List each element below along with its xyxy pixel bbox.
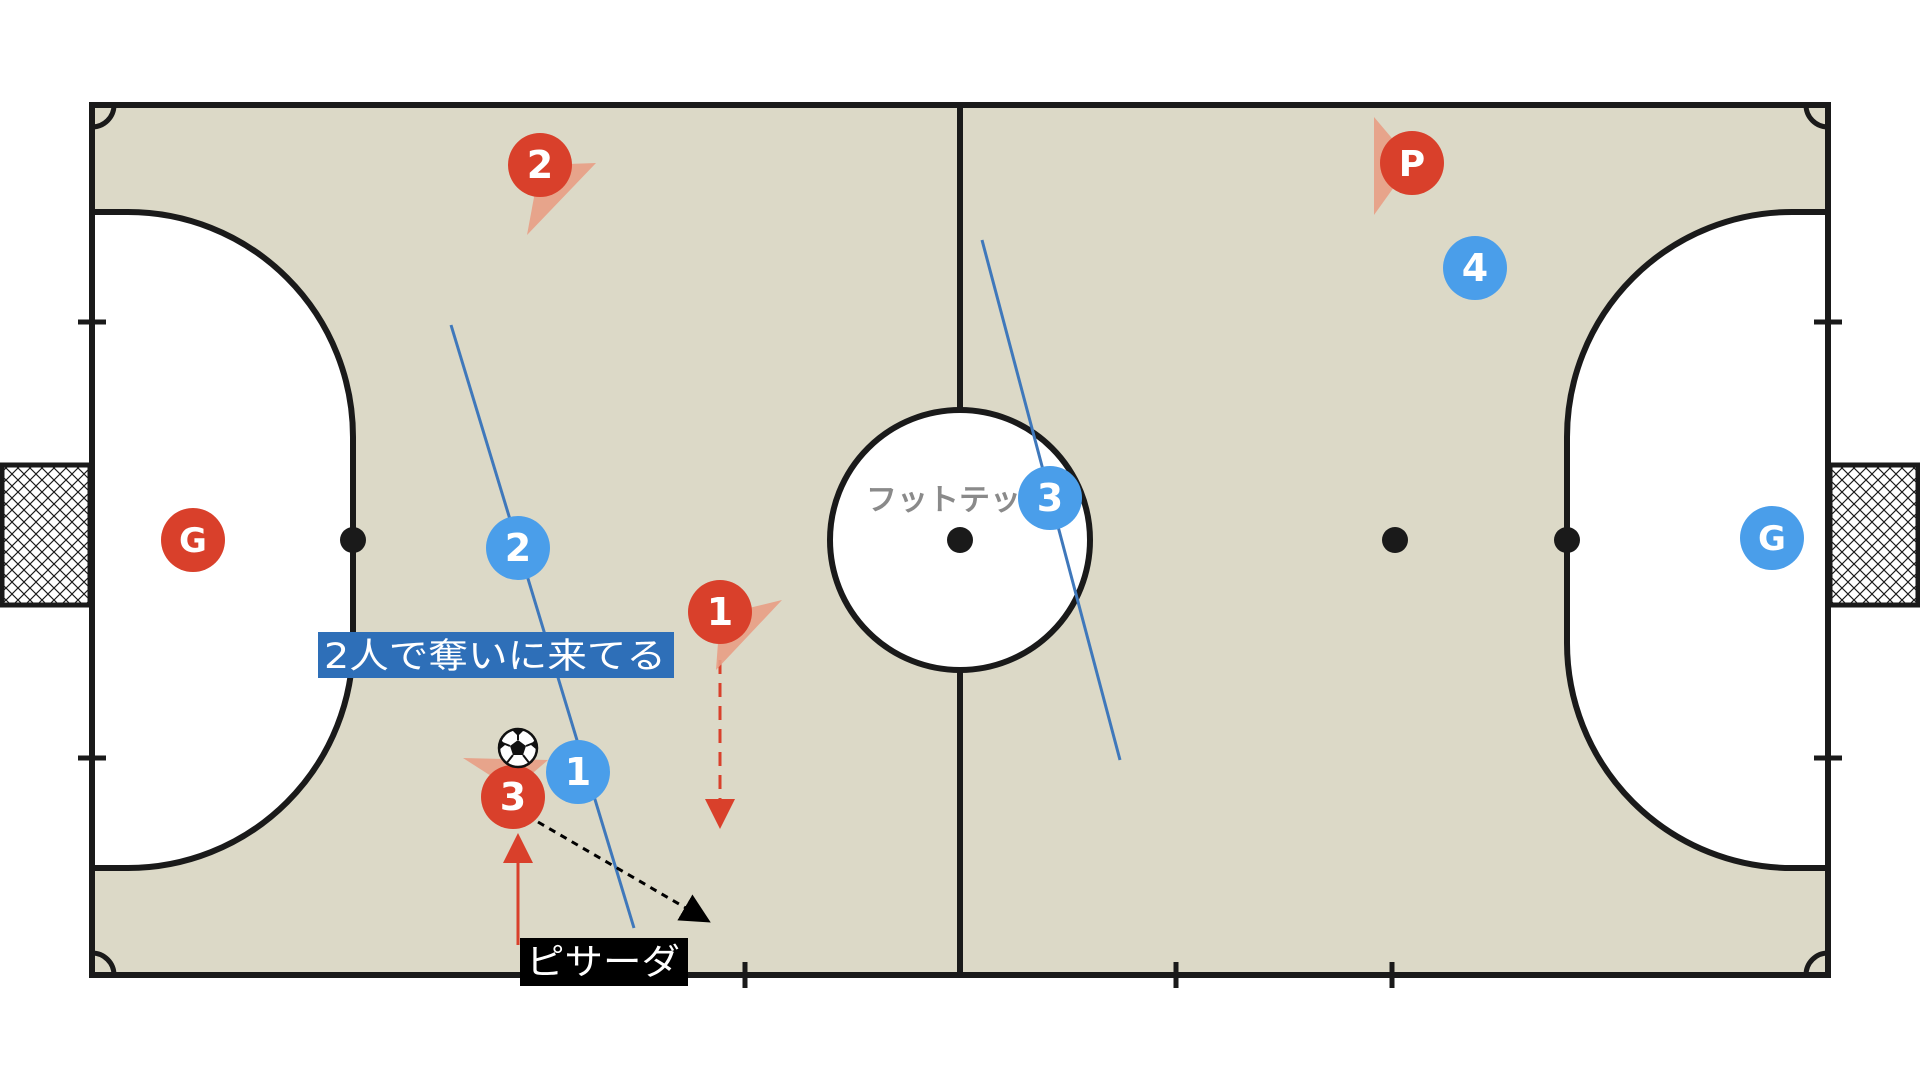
blue-player-1: 1 <box>546 740 610 804</box>
blue-player-3-label: 3 <box>1037 476 1063 520</box>
touchline-ticks <box>78 319 1842 988</box>
blue-player-2-label: 2 <box>505 526 531 570</box>
blue-player-1-label: 1 <box>565 750 591 794</box>
blue-defense-line-left <box>449 324 636 929</box>
blue-player-4: 4 <box>1443 236 1507 300</box>
red-player-1: 1 <box>688 580 752 644</box>
pisada-caption: ピサーダ <box>520 938 688 986</box>
corner-arcs <box>91 104 1829 976</box>
blue-goalkeeper-label: G <box>1758 519 1786 559</box>
red-pivot-label: P <box>1399 144 1425 185</box>
red-goalkeeper: G <box>161 508 225 572</box>
right-second-penalty-spot <box>1382 527 1408 553</box>
right-penalty-area <box>1564 209 1831 871</box>
pressure-caption-text: 2人で奪いに来てる <box>324 637 666 677</box>
blue-player-2: 2 <box>486 516 550 580</box>
blue-player-4-label: 4 <box>1462 246 1488 290</box>
pass-arrow <box>537 820 711 923</box>
center-spot <box>947 527 973 553</box>
left-penalty-spot <box>340 527 366 553</box>
red-pivot: P <box>1380 131 1444 195</box>
red-goalkeeper-label: G <box>179 521 207 561</box>
blue-player-3: 3 <box>1018 466 1082 530</box>
right-goal <box>1827 462 1920 608</box>
pisada-caption-text: ピサーダ <box>526 942 680 983</box>
red-player-2: 2 <box>508 133 572 197</box>
red-player-3: 3 <box>481 765 545 829</box>
right-penalty-spot <box>1554 527 1580 553</box>
blue-goalkeeper: G <box>1740 506 1804 570</box>
soccer-ball-icon <box>497 727 539 769</box>
red-player-2-label: 2 <box>527 143 553 187</box>
red-player-3-label: 3 <box>500 775 526 819</box>
futotetsu-label: フットテッ <box>866 483 1021 518</box>
red-player-1-label: 1 <box>707 590 733 634</box>
left-goal <box>0 462 93 608</box>
pressure-caption: 2人で奪いに来てる <box>318 632 674 678</box>
